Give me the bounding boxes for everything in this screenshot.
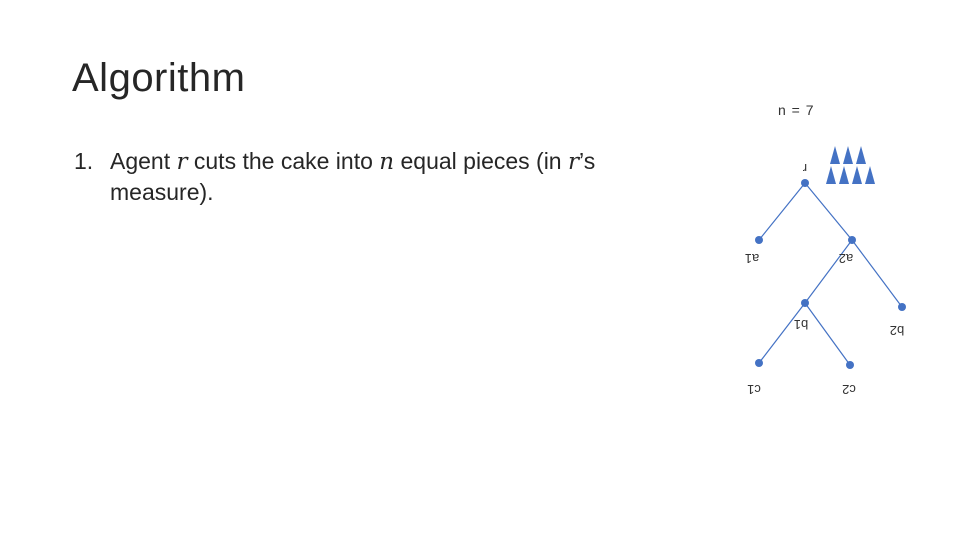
tree-node-b2 <box>898 303 906 311</box>
algorithm-steps: 1. Agent r cuts the cake into n equal pi… <box>74 146 674 207</box>
step-1: 1. Agent r cuts the cake into n equal pi… <box>74 146 674 207</box>
tree-node-b1 <box>801 299 809 307</box>
step-text-segment: cuts the cake into <box>187 148 380 174</box>
n-equals-label: n = 7 <box>778 102 815 118</box>
tree-edge-r-a1 <box>758 182 806 241</box>
tree-nodes: r a1 a2 b1 b2 c1 c2 <box>745 161 906 397</box>
tree-node-label-c1: c1 <box>747 382 761 397</box>
cake-pieces <box>826 146 875 184</box>
tree-node-c2 <box>846 361 854 369</box>
tree-node-label-a2: a2 <box>839 251 853 266</box>
math-var-r: r <box>176 149 188 175</box>
tree-node-label-c2: c2 <box>842 382 856 397</box>
tree-edge-a2-b1 <box>804 239 853 304</box>
step-number: 1. <box>74 148 94 174</box>
tree-edge-b1-c2 <box>804 302 851 366</box>
cake-piece <box>852 166 862 184</box>
cake-piece <box>865 166 875 184</box>
cake-piece <box>830 146 840 164</box>
tree-node-label-b2: b2 <box>890 323 904 338</box>
cake-piece <box>843 146 853 164</box>
tree-edge-b1-c1 <box>758 302 806 364</box>
cake-piece <box>856 146 866 164</box>
tree-edge-r-a2 <box>804 182 853 241</box>
step-text-segment: equal pieces (in <box>394 148 568 174</box>
math-var-n: n <box>379 149 395 175</box>
step-text-segment: Agent <box>110 148 177 174</box>
tree-edges <box>758 182 903 366</box>
step-text: Agent r cuts the cake into n equal piece… <box>110 146 674 207</box>
step-text-segment: ’s measure). <box>110 148 596 205</box>
cake-piece <box>839 166 849 184</box>
math-var-r: r <box>568 149 579 175</box>
tree-node-c1 <box>755 359 763 367</box>
tree-node-label-r: r <box>802 161 807 176</box>
tree-node-a1 <box>755 236 763 244</box>
tree-node-label-a1: a1 <box>745 251 759 266</box>
tree-edge-a2-b2 <box>851 239 903 308</box>
slide-title: Algorithm <box>72 56 246 100</box>
tree-node-r <box>801 179 809 187</box>
cake-piece <box>826 166 836 184</box>
tree-node-label-b1: b1 <box>794 317 808 332</box>
tree-node-a2 <box>848 236 856 244</box>
